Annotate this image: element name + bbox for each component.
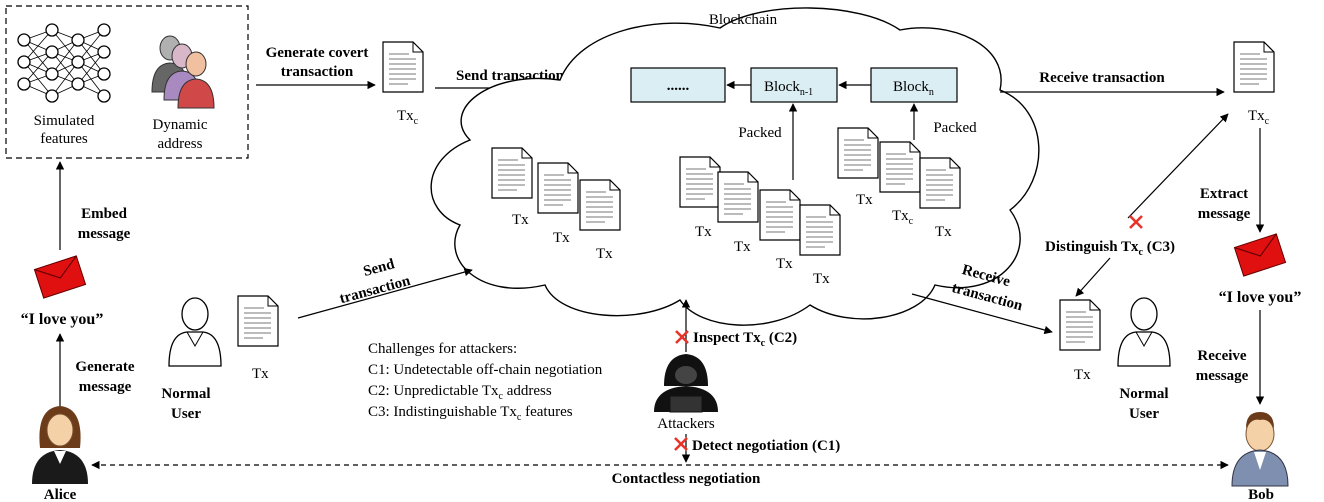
normal-tx-left-label: Tx [252,366,269,382]
normal-user-right-icon [1117,297,1171,367]
normal-tx-left-document-icon [237,295,279,347]
normal-user-right-label-2: User [1129,406,1159,422]
generate-message-label: Generate [75,359,134,375]
detect-cross-icon [673,436,689,452]
bob-name: Bob [1248,487,1274,502]
blockchain-title: Blockchain [709,12,778,28]
alice-envelope-icon [33,255,87,299]
detect-label: Detect negotiation (C1) [692,438,840,454]
embed-message-label: Embed [81,206,128,222]
receive-normal-arrow [911,293,1053,335]
block-n [870,67,958,103]
packed-label-1: Packed [738,125,782,141]
received-tx-document-icon [1233,41,1275,93]
tx-label-9: Tx [935,224,952,240]
extract-message-label: Extract [1200,186,1248,202]
packed-label-2: Packed [933,120,977,136]
distinguish-arrow-down [1075,257,1111,297]
receive-transaction-label: Receive transaction [1039,70,1165,86]
alice-love-message: “I love you” [21,311,104,328]
covert-tx-label: Txc [397,108,419,127]
tx-label-4: Tx [695,224,712,240]
tx-label-2: Tx [553,230,570,246]
block-n-minus-1-label: Blockn-1 [764,79,813,98]
dynamic-address-icon [151,35,215,109]
alice-avatar [32,406,88,484]
address-label: Dynamic [153,117,208,133]
send-normal-label-2: transaction [338,273,413,307]
attacker-icon [654,354,718,413]
distinguish-arrow-up [1127,113,1229,219]
challenges-title: Challenges for attackers: [368,341,517,357]
challenge-c1: C1: Undetectable off-chain negotiation [368,362,603,378]
normal-user-left-label-2: User [171,406,201,422]
tx-label-3: Tx [596,246,613,262]
covert-tx-document-icon [382,41,424,93]
distinguish-cross-icon [1128,214,1144,230]
challenge-c2: C2: Unpredictable Txc address [368,383,552,402]
address-label-2: address [158,136,203,152]
bob-love-message: “I love you” [1219,289,1302,306]
normal-user-left-icon [168,297,222,367]
distinguish-label: Distinguish Txc (C3) [1045,239,1175,258]
txc-label-cloud: Txc [892,208,914,227]
contactless-negotiation-label: Contactless negotiation [612,471,761,487]
block-ellipsis-label: ...... [667,78,690,94]
tx-label-6: Tx [776,256,793,272]
challenge-c3: C3: Indistinguishable Txc features [368,404,573,423]
received-tx-label: Txc [1248,108,1270,127]
normal-tx-right-label: Tx [1074,367,1091,383]
receive-message-label-2: message [1196,368,1249,384]
feature-address-box [5,5,249,159]
normal-user-left-label: Normal [161,386,210,402]
receive-message-label: Receive [1197,348,1246,364]
send-normal-arrow [297,267,473,319]
inspect-label: Inspect Txc (C2) [693,330,797,349]
extract-message-label-2: message [1198,206,1251,222]
generate-covert-label: Generate covert [266,45,369,61]
attackers-label: Attackers [657,416,715,432]
bob-envelope-icon [1233,233,1287,277]
tx-label-7: Tx [813,271,830,287]
normal-tx-right-document-icon [1059,299,1101,351]
generate-covert-label-2: transaction [281,64,354,80]
tx-label-5: Tx [734,239,751,255]
tx-label-8: Tx [856,192,873,208]
block-ellipsis [630,67,726,103]
alice-name: Alice [44,487,77,502]
tx-label-1: Tx [512,212,529,228]
features-label: Simulated [34,113,95,129]
receive-normal-label-2: transaction [950,280,1025,314]
features-label-2: features [40,131,88,147]
generate-message-label-2: message [79,379,132,395]
block-n-minus-1 [750,67,838,103]
bob-avatar [1231,412,1289,487]
normal-user-right-label: Normal [1119,386,1168,402]
block-n-label: Blockn [893,79,934,98]
neural-network-icon [17,23,111,103]
embed-message-label-2: message [78,226,131,242]
